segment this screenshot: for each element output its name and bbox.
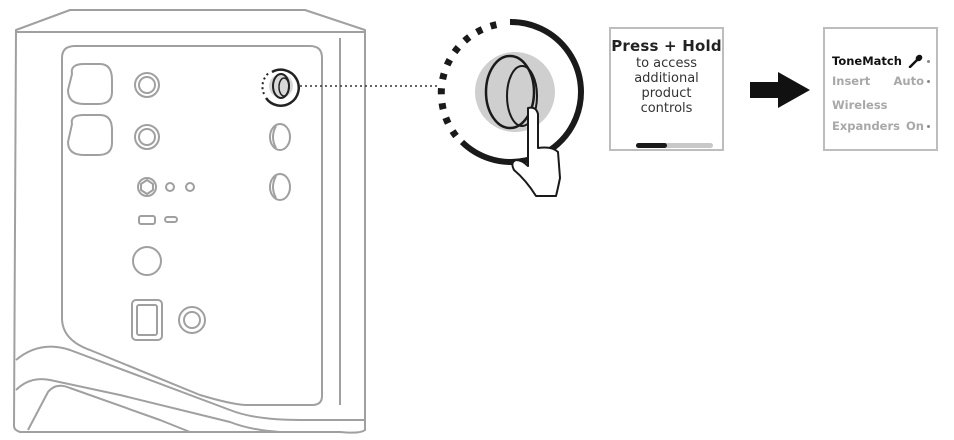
power-inlet [131,299,163,341]
speaker-body-outline [13,9,366,434]
menu-item-tonematch[interactable]: ToneMatch [832,53,930,69]
channel-knob-1-highlighted[interactable] [261,68,301,107]
combo-jack-1 [134,72,160,98]
menu-item-expanders[interactable]: Expanders On [832,118,930,134]
control-panel-outline [61,45,323,406]
arrow-right-icon [750,72,810,108]
channel-knob-2 [269,123,291,151]
hold-progress-bar [636,143,713,148]
input-pad-2 [67,114,113,156]
menu-item-insert[interactable]: Insert Auto [832,73,930,89]
microphone-icon [908,54,923,68]
chevron-icon [927,59,930,63]
prompt-title: Press + Hold [611,37,722,55]
power-button [178,306,206,334]
led-1 [165,182,175,192]
display-controls-menu: ToneMatch Insert Auto Wireless Expanders… [823,27,938,151]
channel-knob-3 [269,173,291,201]
finger-icon [511,106,561,197]
press-hold-progress-ring [459,18,584,165]
menu-item-wireless[interactable]: Wireless [832,98,888,112]
usb-micro-port [164,216,178,223]
prompt-body: to access additional product controls [634,56,699,116]
display-press-hold-prompt: Press + Hold to access additional produc… [609,27,724,151]
combo-jack-2 [134,124,160,150]
input-pad-1 [67,63,113,105]
usb-c-port [138,215,156,225]
chevron-icon [927,124,930,128]
trs-jack [137,177,157,197]
chevron-icon [927,79,930,83]
led-2 [185,182,195,192]
xlr-output [132,246,162,276]
knob-closeup [437,18,584,165]
hold-progress-fill [636,143,667,148]
